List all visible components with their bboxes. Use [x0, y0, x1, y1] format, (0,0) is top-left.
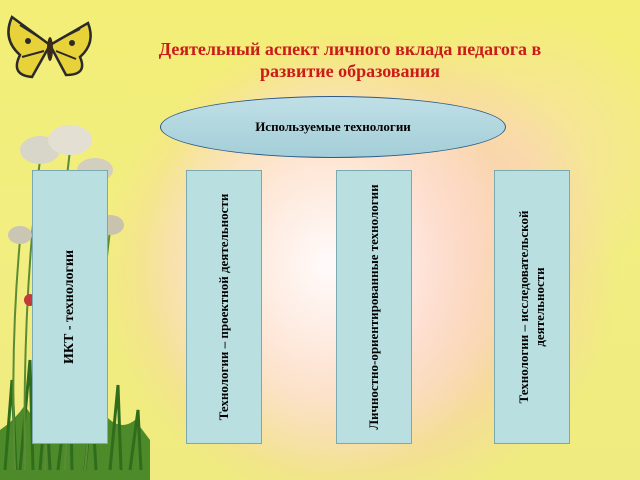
title-line-1: Деятельный аспект личного вклада педагог…	[158, 39, 542, 59]
technologies-node: Используемые технологии	[160, 96, 506, 158]
box-research-technologies: Технологии – исследовательской деятельно…	[494, 170, 570, 444]
box-ict-technologies: ИКТ - технологии	[32, 170, 108, 444]
box-project-label: Технологии – проектной деятельности	[216, 193, 231, 421]
technologies-node-label: Используемые технологии	[255, 119, 411, 134]
box-project-technologies: Технологии – проектной деятельности	[186, 170, 262, 444]
butterfly-icon	[7, 15, 92, 79]
box-personal-oriented-technologies: Личностно-ориентированные технологии	[336, 170, 412, 444]
box-ict-label: ИКТ - технологии	[62, 249, 77, 365]
box-research-label: Технологии – исследовательской деятельно…	[516, 210, 547, 404]
slide-title: Деятельный аспект личного вклада педагог…	[110, 38, 590, 82]
title-line-2: развитие образования	[260, 61, 440, 81]
box-personal-label: Личностно-ориентированные технологии	[366, 184, 381, 430]
